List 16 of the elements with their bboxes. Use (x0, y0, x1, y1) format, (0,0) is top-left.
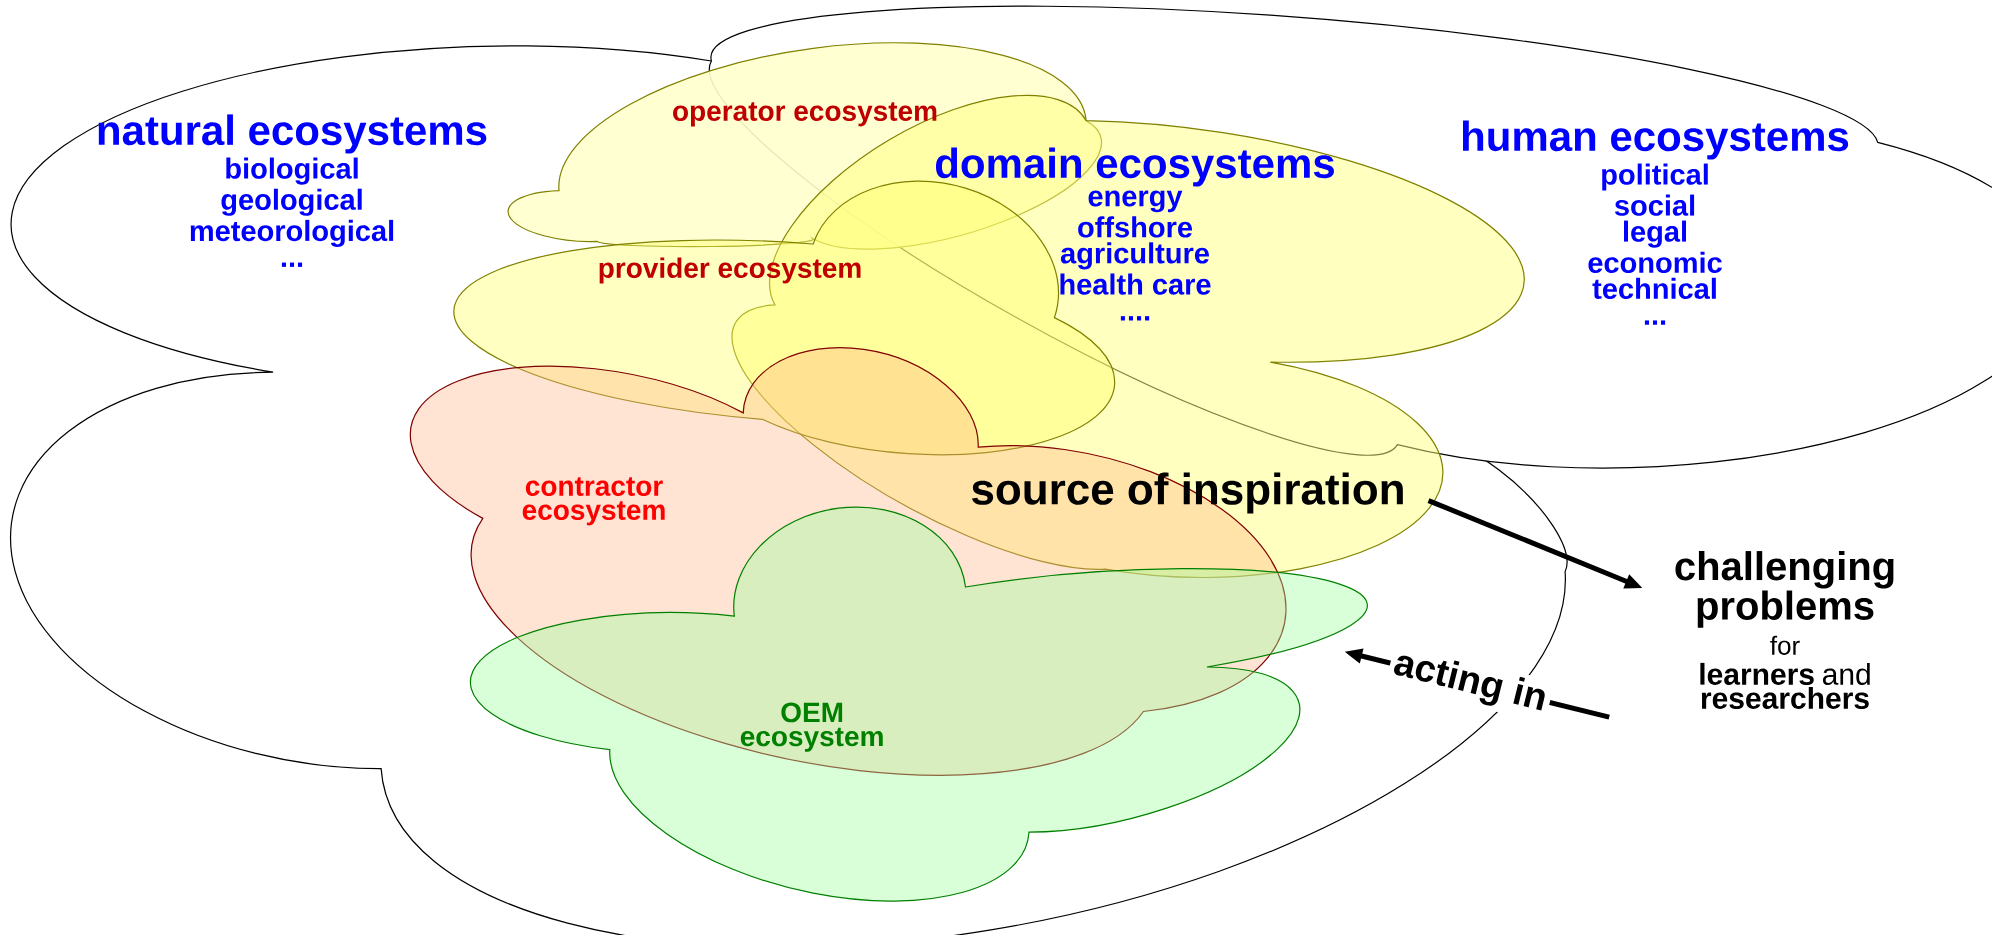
cloud-label: operator ecosystem (673, 102, 937, 127)
cloud-label: natural ecosystems biological geological meteorological ... (98, 114, 487, 267)
edge-label: acting in (1385, 641, 1555, 724)
cloud-label: provider ecosystem (599, 257, 861, 284)
cloud-label: domain ecosystems energy offshore agriculture health care .... (936, 147, 1334, 321)
node-label: legal (1624, 220, 1687, 248)
cloud-label: OEM ecosystem (740, 702, 883, 752)
node-label: human ecosystems (1463, 120, 1849, 160)
cloud-label: human ecosystems political social legal economic technical ... (1463, 120, 1849, 325)
node-label: technical (1592, 277, 1716, 300)
node-label: ... (1644, 320, 1666, 325)
cloud-label: contractor ecosystem (522, 477, 665, 526)
node-label: political (1602, 163, 1708, 191)
caption-text: challenging problems for learners and researchers (1675, 551, 1894, 709)
node-label: social (1614, 194, 1695, 216)
node-label: economic (1588, 251, 1722, 274)
